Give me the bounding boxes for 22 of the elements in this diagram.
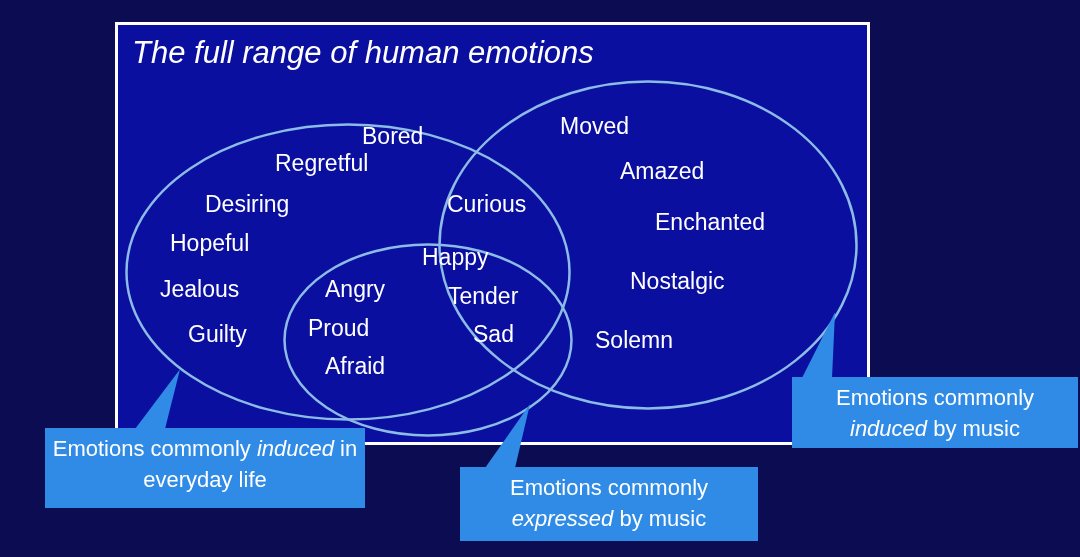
panel-title: The full range of human emotions [132, 35, 594, 71]
emotion-label: Afraid [325, 352, 386, 380]
emotion-label: Nostalgic [630, 267, 725, 295]
emotion-label: Angry [325, 275, 386, 303]
emotion-label: Desiring [205, 190, 290, 218]
emotion-label: Amazed [620, 157, 705, 185]
emotion-label: Sad [473, 320, 514, 348]
emotion-label: Bored [362, 122, 424, 150]
emotion-label: Curious [447, 190, 527, 218]
emotion-label: Jealous [160, 275, 240, 303]
callout-pointer [802, 312, 835, 378]
emotion-label: Guilty [188, 320, 247, 348]
venn-ellipse [283, 243, 573, 437]
emotion-label: Moved [560, 112, 630, 140]
emotion-label: Solemn [595, 326, 673, 354]
callout-pointer [485, 403, 530, 468]
emotion-label: Proud [308, 314, 370, 342]
emotion-label: Enchanted [655, 208, 765, 236]
emotion-label: Hopeful [170, 229, 250, 257]
emotion-label: Regretful [275, 149, 369, 177]
callout-box: Emotions commonly induced by music [792, 377, 1078, 448]
callout-pointer [135, 369, 180, 429]
